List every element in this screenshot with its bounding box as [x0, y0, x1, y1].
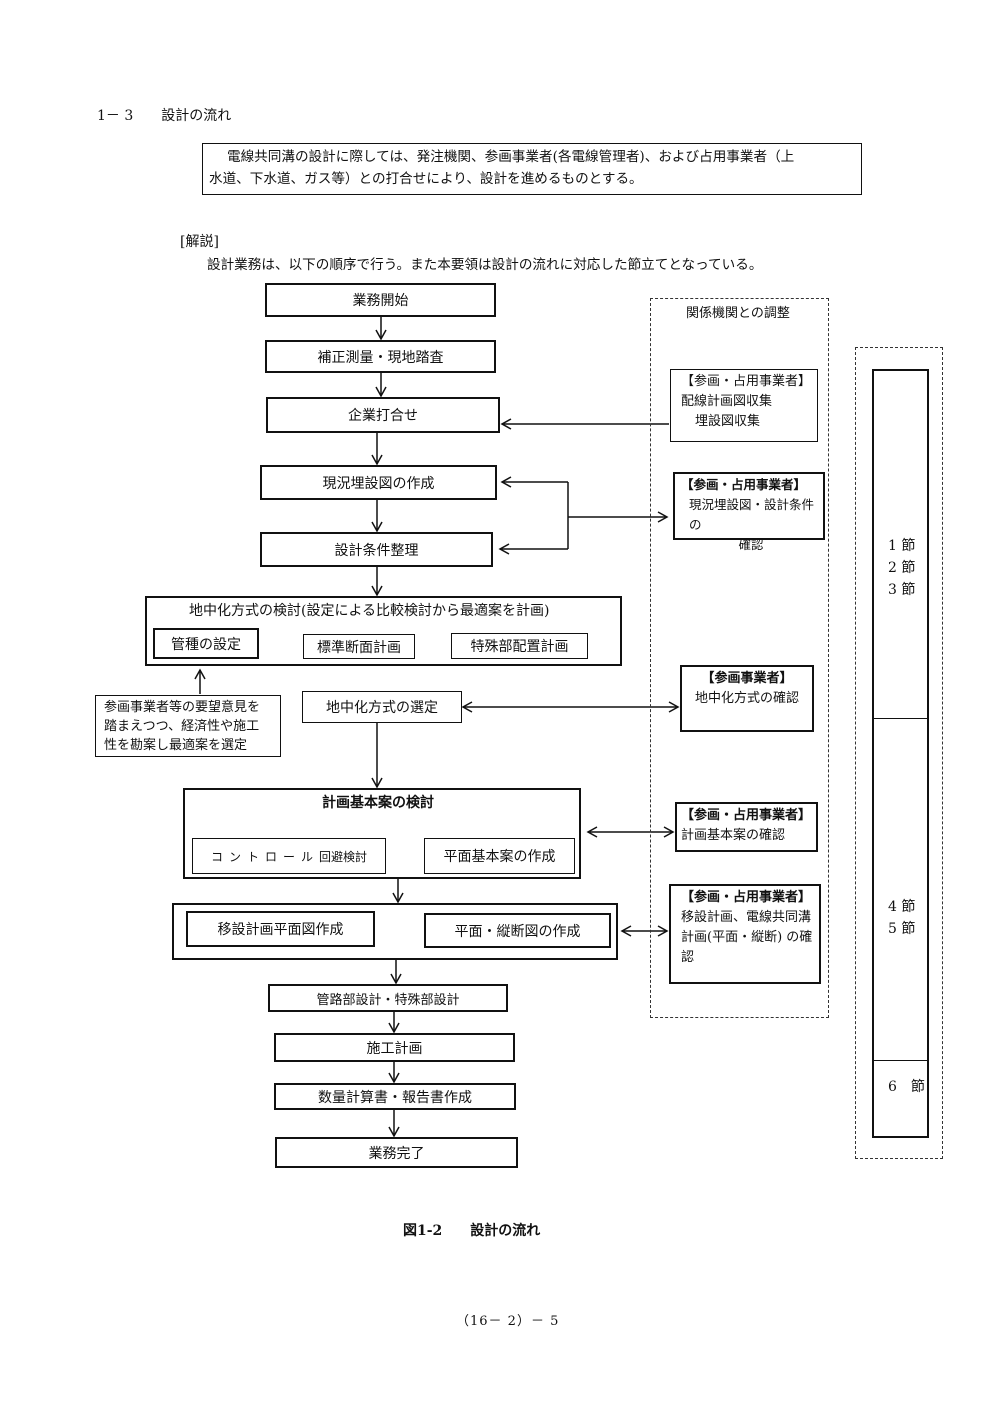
method-pipe: 管種の設定	[153, 628, 259, 659]
coord-box-5-line-2: 移設計画、電線共同溝	[681, 910, 812, 925]
coord-box-2-line-2: 現況埋設図・設計条件の	[689, 497, 815, 532]
step-construction: 施工計画	[274, 1033, 515, 1062]
coord-box-5: 【参画・占用事業者】 移設計画、電線共同溝 計画(平面・縦断) の確 認	[669, 884, 821, 984]
coord-box-5-line-3: 計画(平面・縦断) の確	[681, 930, 813, 945]
method-study-title: 地中化方式の検討(設定による比較検討から最適案を計画)	[189, 603, 550, 619]
section-heading: 1－ 3 設計の流れ	[97, 108, 232, 124]
step-design: 管路部設計・特殊部設計	[268, 984, 508, 1012]
section-column: 1 節 2 節 3 節 4 節 5 節 6 節	[872, 369, 929, 1138]
coord-box-1-line-3: 埋設図収集	[695, 414, 761, 429]
coord-box-2-line-1: 【参画・占用事業者】	[681, 477, 807, 492]
section-divider-2	[874, 1060, 927, 1061]
coord-box-2-line-3: 確認	[738, 537, 764, 552]
step-current-map: 現況埋設図の作成	[260, 465, 497, 500]
step-quantities: 数量計算書・報告書作成	[274, 1083, 516, 1110]
coord-box-3-line-2: 地中化方式の確認	[694, 691, 799, 706]
requests-note-line-1: 参画事業者等の要望意見を	[104, 700, 261, 715]
coord-box-4-line-2: 計画基本案の確認	[681, 828, 786, 843]
coordination-panel	[650, 298, 829, 1018]
coord-box-5-line-4: 認	[681, 950, 695, 965]
coord-box-1: 【参画・占用事業者】 配線計画図収集 埋設図収集	[670, 369, 818, 442]
relocation-move: 移設計画平面図作成	[186, 911, 375, 947]
step-method-select: 地中化方式の選定	[302, 691, 462, 723]
section-5: 5 節	[888, 921, 916, 937]
control-sub-label: 回避検討	[319, 849, 368, 864]
coord-box-1-line-2: 配線計画図収集	[681, 394, 773, 409]
section-1: 1 節	[888, 538, 916, 554]
section-4: 4 節	[888, 899, 916, 915]
section-2: 2 節	[888, 560, 916, 576]
figure-caption: 図1-2 設計の流れ	[403, 1223, 541, 1239]
section-6: 6 節	[888, 1079, 925, 1095]
requests-note: 参画事業者等の要望意見を 踏まえつつ、経済性や施工 性を勘案し最適案を選定	[95, 695, 281, 757]
step-conditions: 設計条件整理	[260, 532, 493, 567]
intro-box: 電線共同溝の設計に際しては、発注機関、参画事業者(各電線管理者)、および占用事業…	[202, 143, 862, 195]
method-section: 標準断面計画	[303, 634, 415, 659]
basic-plan-title: 計画基本案の検討	[322, 795, 434, 811]
intro-line-1: 電線共同溝の設計に際しては、発注機関、参画事業者(各電線管理者)、および占用事業…	[227, 149, 795, 165]
coord-box-4: 【参画・占用事業者】 計画基本案の確認	[675, 802, 818, 852]
coord-box-5-line-1: 【参画・占用事業者】	[681, 890, 812, 905]
coord-box-4-line-1: 【参画・占用事業者】	[681, 808, 812, 823]
page-number: （16－ 2）－ 5	[456, 1314, 560, 1329]
coord-box-2: 【参画・占用事業者】 現況埋設図・設計条件の 確認	[673, 472, 825, 552]
explanation-text: 設計業務は、以下の順序で行う。また本要領は設計の流れに対応した節立てとなっている…	[207, 257, 763, 273]
step-start: 業務開始	[265, 283, 496, 317]
coord-box-3: 【参画事業者】 地中化方式の確認	[680, 665, 814, 732]
section-group-1: 1 節 2 節 3 節	[888, 535, 915, 601]
step-end: 業務完了	[275, 1137, 518, 1168]
intro-line-2: 水道、下水道、ガス等）との打合せにより、設計を進めるものとする。	[209, 171, 643, 187]
coord-box-1-line-1: 【参画・占用事業者】	[681, 374, 812, 389]
step-meeting: 企業打合せ	[266, 397, 500, 433]
explanation-label: [解説]	[180, 234, 219, 250]
section-panel	[855, 347, 943, 1159]
control-label: コントロール	[210, 849, 319, 864]
step-survey: 補正測量・現地踏査	[265, 340, 496, 373]
basic-plan-control: コントロール 回避検討	[192, 838, 386, 874]
coordination-title: 関係機関との調整	[686, 306, 790, 321]
section-group-2: 4 節 5 節	[888, 896, 915, 940]
section-divider-1	[874, 718, 927, 719]
basic-plan-plan: 平面基本案の作成	[424, 838, 575, 874]
coord-box-3-line-1: 【参画事業者】	[701, 671, 793, 686]
method-special: 特殊部配置計画	[451, 633, 588, 659]
relocation-profile: 平面・縦断図の作成	[424, 913, 611, 948]
section-3: 3 節	[888, 582, 916, 598]
requests-note-line-3: 性を勘案し最適案を選定	[104, 738, 248, 753]
requests-note-line-2: 踏まえつつ、経済性や施工	[104, 719, 260, 734]
